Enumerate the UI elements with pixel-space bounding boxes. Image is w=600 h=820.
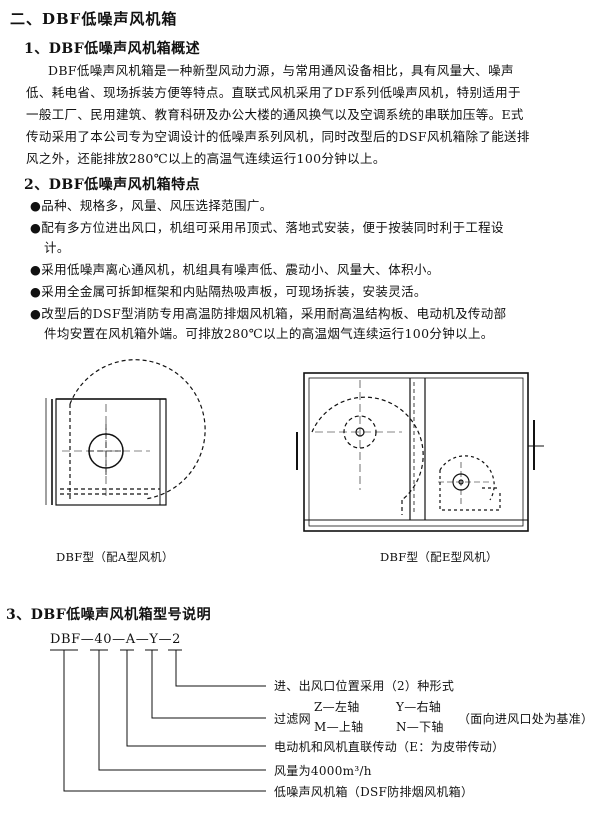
bullet-icon: ● — [30, 306, 42, 321]
legend-m: M—上轴 — [314, 720, 364, 734]
feature-item: ●采用低噪声离心通风机，机组具有噪声低、震动小、风量大、体积小。 — [30, 262, 440, 277]
legend-n: N—下轴 — [396, 720, 444, 734]
section1-line-1: DBF低噪声风机箱是一种新型风动力源，与常用通风设备相比，具有风量大、噪声 — [48, 63, 514, 78]
feature-item: ●配有多方位进出风口，机组可采用吊顶式、落地式安装，便于按装同时利于工程设 — [30, 220, 504, 235]
section2-title: 2、DBF低噪声风机箱特点 — [24, 177, 201, 193]
section1-line-2: 低、耗电省、现场拆装方便等特点。直联式风机采用了DF系列低噪声风机，特别适用于 — [26, 85, 521, 100]
feature-item-continued: 计。 — [44, 240, 70, 255]
legend-z: Z—左轴 — [314, 700, 360, 714]
section1-line-3: 一般工厂、民用建筑、教育科研及办公大楼的通风换气以及空调系统的串联加压等。E式 — [26, 107, 524, 122]
legend-drive: 电动机和风机直联传动（E：为皮带传动） — [274, 740, 505, 754]
bullet-icon: ● — [30, 198, 42, 213]
legend-airflow: 风量为4000m³/h — [274, 764, 372, 778]
bullet-icon: ● — [30, 262, 42, 277]
section1-line-4: 传动采用了本公司专为空调设计的低噪声系列风机，同时改型后的DSF风机箱除了能送排 — [26, 129, 530, 144]
figure-caption-a: DBF型（配A型风机） — [56, 550, 174, 564]
drawing-e-type — [296, 372, 544, 532]
main-heading: 二、DBF低噪声风机箱 — [10, 10, 178, 28]
figure-caption-e: DBF型（配E型风机） — [380, 550, 498, 564]
feature-item: ●改型后的DSF型消防专用高温防排烟风机箱，采用耐高温结构板、电动机及传动部 — [30, 306, 507, 321]
model-code-leaders — [50, 649, 266, 792]
section3-title: 3、DBF低噪声风机箱型号说明 — [6, 607, 212, 623]
legend-y: Y—右轴 — [396, 700, 442, 714]
legend-basis: （面向进风口处为基准） — [458, 712, 594, 726]
legend-filter: 过滤网 — [274, 712, 311, 726]
bullet-icon: ● — [30, 220, 42, 235]
feature-item-continued: 件均安置在风机箱外端。可排放280℃以上的高温烟气连续运行100分钟以上。 — [44, 326, 494, 341]
section1-line-5: 风之外，还能排放280℃以上的高温气连续运行100分钟以上。 — [26, 151, 386, 166]
model-code: DBF—40—A—Y—2 — [50, 632, 181, 647]
bullet-icon: ● — [30, 284, 42, 299]
feature-item: ●品种、规格多，风量、风压选择范围广。 — [30, 198, 273, 213]
drawing-a-type — [45, 359, 206, 506]
legend-outlet: 进、出风口位置采用（2）种形式 — [274, 679, 455, 693]
legend-type: 低噪声风机箱（DSF防排烟风机箱） — [274, 785, 474, 799]
section1-title: 1、DBF低噪声风机箱概述 — [24, 41, 201, 57]
feature-item: ●采用全金属可拆卸框架和内贴隔热吸声板，可现场拆装，安装灵活。 — [30, 284, 427, 299]
